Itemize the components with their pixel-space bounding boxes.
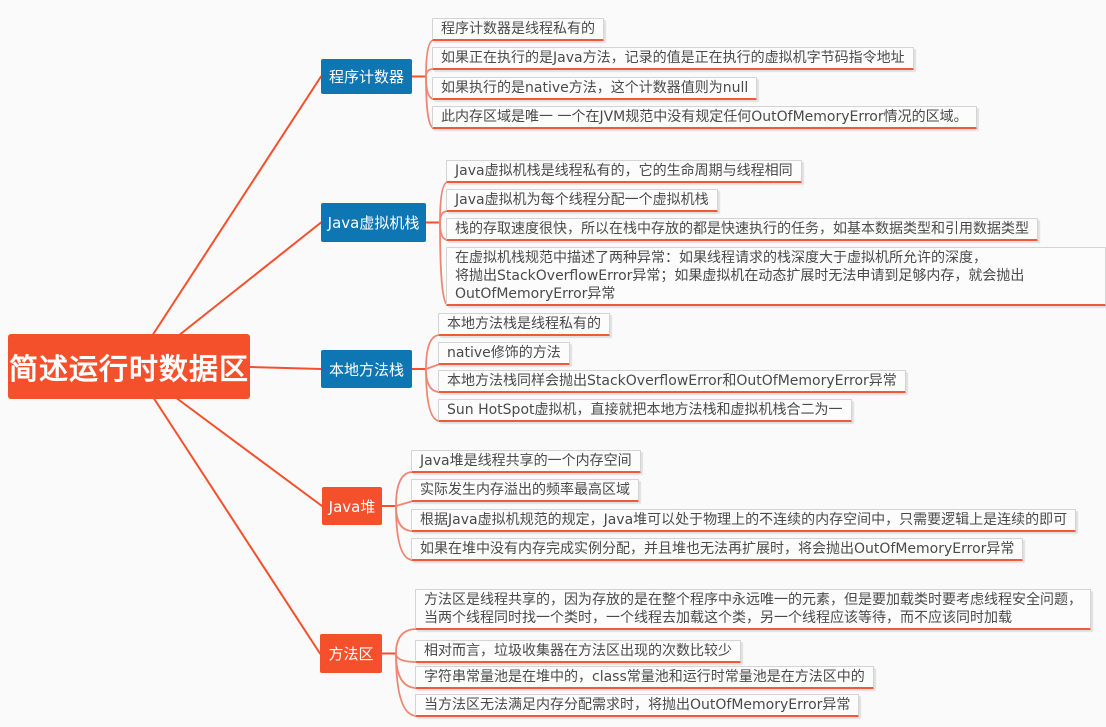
leaf-node-4-1[interactable]: 相对而言，垃圾收集器在方法区出现的次数比较少 [415, 640, 741, 663]
leaf-node-2-0[interactable]: 本地方法栈是线程私有的 [438, 313, 610, 336]
branch-node-0[interactable]: 程序计数器 [321, 59, 412, 94]
branch-node-4[interactable]: 方法区 [320, 634, 382, 673]
leaf-node-1-3[interactable]: 在虚拟机栈规范中描述了两种异常：如果线程请求的栈深度大于虚拟机所允许的深度， 将… [446, 247, 1106, 306]
leaf-node-2-3[interactable]: Sun HotSpot虚拟机，直接就把本地方法栈和虚拟机栈合二为一 [438, 399, 852, 422]
root-topic-node[interactable]: 简述运行时数据区 [8, 334, 250, 399]
branch-node-3[interactable]: Java堆 [322, 487, 382, 525]
leaf-node-0-3[interactable]: 此内存区域是唯一 一个在JVM规范中没有规定任何OutOfMemoryError… [432, 106, 977, 129]
leaf-node-0-2[interactable]: 如果执行的是native方法，这个计数器值则为null [432, 77, 758, 100]
leaf-node-2-2[interactable]: 本地方法栈同样会抛出StackOverflowError和OutOfMemory… [438, 370, 906, 393]
leaf-node-1-0[interactable]: Java虚拟机栈是线程私有的，它的生命周期与线程相同 [446, 160, 802, 183]
leaf-node-4-3[interactable]: 当方法区无法满足内存分配需求时，将抛出OutOfMemoryError异常 [415, 694, 860, 717]
leaf-node-2-1[interactable]: native修饰的方法 [438, 342, 570, 365]
branch-node-2[interactable]: 本地方法栈 [321, 350, 412, 388]
leaf-node-3-2[interactable]: 根据Java虚拟机规范的规定，Java堆可以处于物理上的不连续的内存空间中，只需… [411, 509, 1077, 532]
leaf-node-4-2[interactable]: 字符串常量池是在堆中的，class常量池和运行时常量池是在方法区中的 [415, 666, 874, 689]
leaf-node-1-1[interactable]: Java虚拟机为每个线程分配一个虚拟机栈 [446, 189, 718, 212]
leaf-node-4-0[interactable]: 方法区是线程共享的，因为存放的是在整个程序中永远唯一的元素，但是要加载类时要考虑… [415, 589, 1091, 630]
branch-node-1[interactable]: Java虚拟机栈 [321, 203, 426, 242]
leaf-node-3-1[interactable]: 实际发生内存溢出的频率最高区域 [411, 479, 639, 502]
leaf-node-0-1[interactable]: 如果正在执行的是Java方法，记录的值是正在执行的虚拟机字节码指令地址 [432, 47, 914, 70]
leaf-node-3-3[interactable]: 如果在堆中没有内存完成实例分配，并且堆也无法再扩展时，将会抛出OutOfMemo… [411, 538, 1024, 561]
leaf-node-1-2[interactable]: 栈的存取速度很快，所以在栈中存放的都是快速执行的任务，如基本数据类型和引用数据类… [446, 218, 1038, 241]
leaf-node-0-0[interactable]: 程序计数器是线程私有的 [432, 18, 604, 41]
leaf-node-3-0[interactable]: Java堆是线程共享的一个内存空间 [411, 450, 641, 473]
